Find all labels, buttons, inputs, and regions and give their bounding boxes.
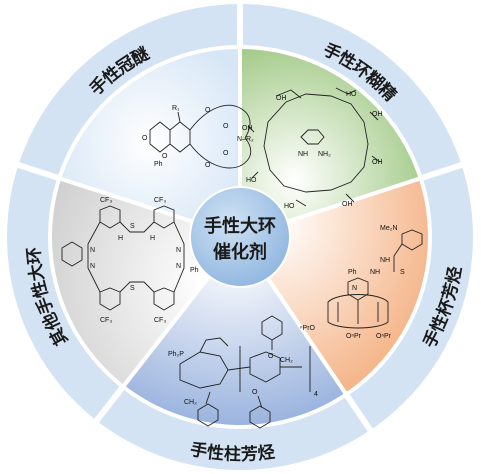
- svg-text:CF₃: CF₃: [100, 197, 112, 204]
- svg-text:CH₂: CH₂: [184, 399, 197, 406]
- svg-text:O: O: [268, 353, 274, 360]
- svg-text:H: H: [150, 235, 155, 242]
- svg-text:N–R₂: N–R₂: [237, 136, 254, 143]
- calixarene-structure: Me₂N NH S NH Ph N ⁿPrO OⁿPr OⁿPr: [300, 225, 423, 340]
- svg-text:NH: NH: [380, 257, 390, 264]
- svg-text:N: N: [176, 263, 181, 270]
- svg-text:N: N: [90, 247, 95, 254]
- svg-text:O: O: [252, 389, 258, 396]
- cyclodextrin-structure: OH HO OH OH OH HO HO OH NH NH₂: [242, 87, 383, 210]
- ring-separator: [417, 161, 465, 182]
- center-hub: [189, 186, 291, 288]
- svg-text:H: H: [118, 235, 123, 242]
- svg-text:S: S: [130, 223, 135, 230]
- ring-separator: [92, 383, 127, 425]
- svg-text:Ph: Ph: [190, 267, 199, 274]
- svg-text:NH: NH: [298, 151, 308, 158]
- svg-text:O: O: [142, 135, 148, 142]
- svg-text:OH: OH: [342, 201, 353, 208]
- svg-text:ⁿPrO: ⁿPrO: [300, 325, 316, 332]
- crown-ether-structure: R₁ N–R₂ Ph O O O O O O: [142, 104, 254, 169]
- svg-text:Ph: Ph: [348, 269, 357, 276]
- svg-text:OH: OH: [372, 159, 383, 166]
- svg-text:CF₃: CF₃: [100, 317, 112, 324]
- svg-text:OH: OH: [242, 125, 253, 132]
- other-macrocycle-structure: CF₃ CF₃ CF₃ CF₃ S S H H N N N N Ph Ph: [61, 197, 199, 324]
- sector-cyclodextrin: [238, 44, 424, 240]
- center-title-line1: 手性大环: [204, 215, 276, 237]
- svg-text:OⁿPr: OⁿPr: [346, 333, 362, 340]
- svg-text:CH₂: CH₂: [280, 357, 293, 364]
- svg-text:N: N: [90, 263, 95, 270]
- svg-text:HO: HO: [246, 177, 257, 184]
- svg-text:N: N: [176, 247, 181, 254]
- sector-pillararene: [120, 233, 350, 429]
- svg-text:S: S: [400, 269, 405, 276]
- svg-text:O: O: [162, 153, 168, 160]
- svg-text:NH₂: NH₂: [318, 151, 331, 158]
- svg-text:Ph₂P: Ph₂P: [168, 351, 184, 358]
- svg-text:4: 4: [314, 391, 318, 398]
- svg-text:R₁: R₁: [172, 105, 180, 112]
- svg-text:HO: HO: [346, 91, 357, 98]
- ring-separator: [15, 161, 63, 182]
- svg-text:S: S: [130, 285, 135, 292]
- svg-text:OH: OH: [276, 95, 287, 102]
- svg-text:O: O: [223, 150, 229, 157]
- svg-text:CF₃: CF₃: [154, 317, 166, 324]
- svg-text:O: O: [205, 107, 211, 114]
- center-title-line2: 催化剂: [213, 241, 267, 263]
- svg-text:CF₃: CF₃: [154, 197, 166, 204]
- svg-text:N: N: [352, 285, 357, 292]
- svg-text:Me₂N: Me₂N: [380, 225, 398, 232]
- svg-text:OH: OH: [372, 111, 383, 118]
- svg-text:O: O: [205, 162, 211, 169]
- pillararene-structure: O Ph₂P CH₂ CH₂ 4 O: [168, 315, 318, 429]
- svg-text:OⁿPr: OⁿPr: [376, 333, 392, 340]
- svg-text:Ph: Ph: [154, 161, 163, 168]
- svg-text:HO: HO: [284, 203, 295, 210]
- ring-separator: [342, 391, 374, 434]
- svg-text:O: O: [223, 123, 229, 130]
- svg-text:NH: NH: [370, 269, 380, 276]
